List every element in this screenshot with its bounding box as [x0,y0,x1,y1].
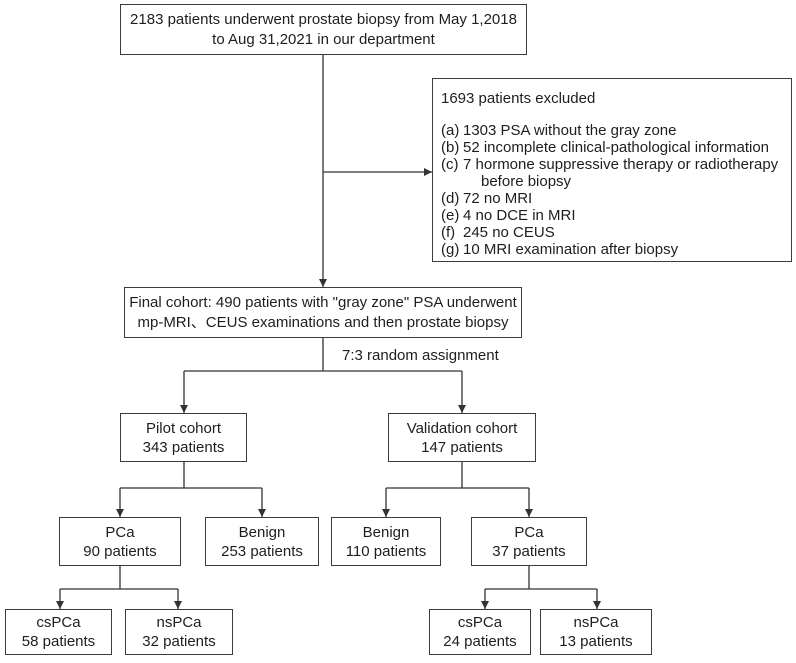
validation-nspca-count: 13 patients [559,633,633,650]
pilot-cohort-count: 343 patients [142,438,225,456]
reason-label: (c) [441,156,459,173]
pilot-cspca-name: csPCa [36,614,81,631]
pilot-benign-name: Benign [238,523,286,541]
pilot-pca-count: 90 patients [83,542,157,560]
validation-pca-box: PCa 37 patients [471,517,587,566]
validation-cspca-name: csPCa [457,614,503,631]
exclusion-reason-c: (c) 7 hormone suppressive therapy or rad… [441,156,783,173]
pilot-benign-box: Benign 253 patients [205,517,319,566]
reason-label: (d) [441,190,460,207]
exclusion-reason-b: (b) 52 incomplete clinical-pathological … [441,139,783,156]
final-cohort-box: Final cohort: 490 patients with "gray zo… [124,287,522,338]
validation-cohort-name: Validation cohort [406,419,518,437]
exclusion-reason-e: (e) 4 no DCE in MRI [441,207,783,224]
assignment-label: 7:3 random assignment [342,347,499,364]
pilot-cohort-box: Pilot cohort 343 patients [120,413,247,462]
reason-text: 7 hormone suppressive therapy or radioth… [463,156,779,173]
final-cohort-line-1: Final cohort: 490 patients with "gray zo… [129,293,517,311]
final-cohort-line-2: mp-MRI、CEUS examinations and then prosta… [137,313,509,331]
validation-cspca-box: csPCa 24 patients [429,609,531,655]
exclusion-reason-f: (f) 245 no CEUS [441,224,783,241]
source-population-box: 2183 patients underwent prostate biopsy … [120,4,527,55]
reason-label: (b) [441,139,460,156]
pilot-nspca-box: nsPCa 32 patients [125,609,233,655]
reason-text: 1303 PSA without the gray zone [463,122,677,139]
pilot-pca-name: PCa [105,523,135,541]
pilot-nspca-count: 32 patients [142,633,216,650]
reason-text: 4 no DCE in MRI [463,207,576,224]
reason-text: 72 no MRI [463,190,533,207]
validation-nspca-box: nsPCa 13 patients [540,609,652,655]
reason-text: 10 MRI examination after biopsy [463,241,679,258]
reason-text: 52 incomplete clinical-pathological info… [463,139,769,156]
pilot-benign-count: 253 patients [221,542,303,560]
excluded-box: 1693 patients excluded (a) 1303 PSA with… [432,78,792,262]
pilot-pca-box: PCa 90 patients [59,517,181,566]
pilot-nspca-name: nsPCa [156,614,202,631]
validation-benign-box: Benign 110 patients [331,517,441,566]
validation-cohort-box: Validation cohort 147 patients [388,413,536,462]
pilot-cspca-box: csPCa 58 patients [5,609,112,655]
exclusion-reason-g: (g) 10 MRI examination after biopsy [441,241,783,258]
source-line-1: 2183 patients underwent prostate biopsy … [130,10,517,28]
reason-label: (g) [441,241,460,258]
validation-cspca-count: 24 patients [443,633,517,650]
validation-pca-name: PCa [514,523,544,541]
reason-text: 245 no CEUS [463,224,555,241]
source-line-2: to Aug 31,2021 in our department [212,30,435,48]
validation-benign-count: 110 patients [345,542,427,560]
reason-label: (a) [441,122,460,139]
reason-label: (e) [441,207,460,224]
validation-pca-count: 37 patients [492,542,566,560]
exclusion-reason-c-continuation: before biopsy [481,173,572,190]
validation-benign-name: Benign [362,523,410,541]
exclusion-reason-d: (d) 72 no MRI [441,190,783,207]
validation-cohort-count: 147 patients [421,438,503,456]
pilot-cohort-name: Pilot cohort [145,419,222,437]
pilot-cspca-count: 58 patients [21,633,96,650]
excluded-heading: 1693 patients excluded [441,90,596,107]
exclusion-reason-a: (a) 1303 PSA without the gray zone [441,122,783,139]
validation-nspca-name: nsPCa [573,614,619,631]
reason-label: (f) [441,224,456,241]
